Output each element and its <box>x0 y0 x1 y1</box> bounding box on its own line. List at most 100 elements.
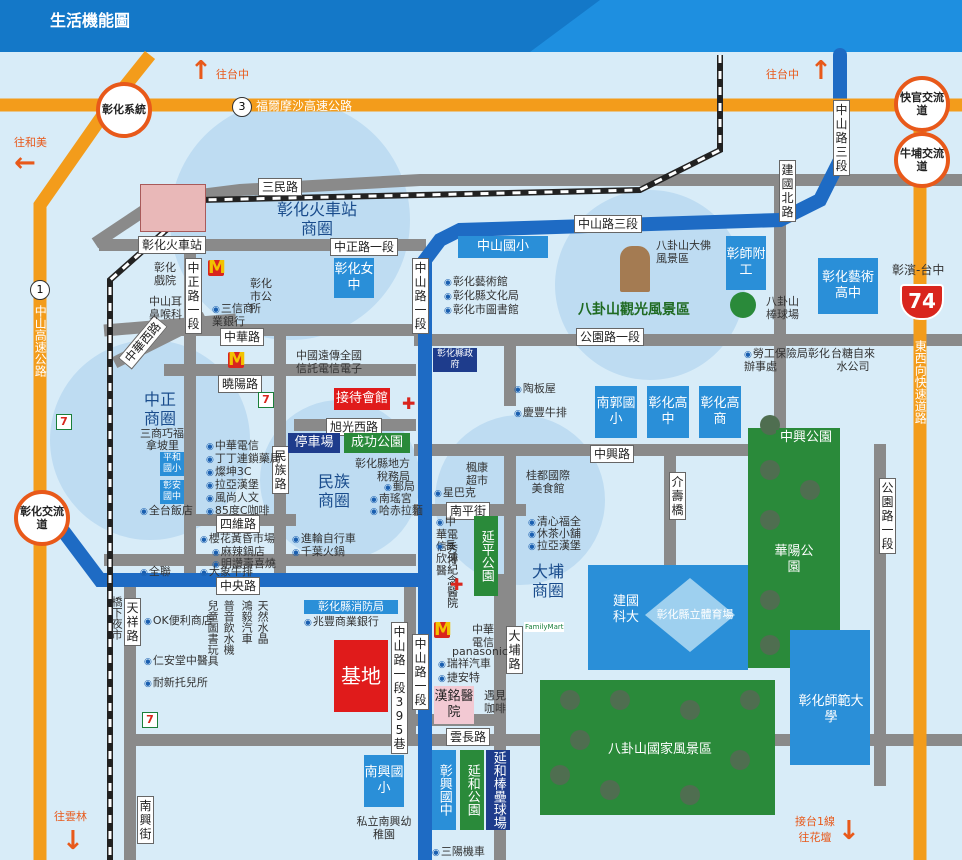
county-stadium: 彰化縣立體育場 <box>656 608 734 622</box>
poi-mala: 麻辣鍋店 <box>212 545 265 559</box>
page-title: 生活機能圖 <box>50 11 131 30</box>
poi-starbucks: 星巴克 <box>434 486 476 500</box>
seven-eleven-icon: 7 <box>56 414 72 430</box>
trees <box>550 415 820 805</box>
poi-taolu: 陶板屋 <box>514 382 556 396</box>
poi-ent: 中山耳鼻喉科 <box>149 295 182 321</box>
poi-changyou-dental: 長欣牙醫 <box>436 539 466 578</box>
changhua-hs: 彰化高中 <box>647 386 689 438</box>
road-zhongshan-1-north: 中山路一段 <box>412 258 429 334</box>
poi-night-market: 橋下夜市 <box>110 596 124 640</box>
poi-laya-2: 拉亞漢堡 <box>528 539 581 553</box>
road-gongyuan-1v: 公園路一段 <box>879 478 896 554</box>
station-area-name: 彰化火車站商圈 <box>276 200 357 239</box>
station-label: 彰化火車站 <box>138 236 207 254</box>
poi-sanyang: 三商巧福 <box>140 427 184 440</box>
road-zhongyang: 中央路 <box>216 577 261 595</box>
road-tianxiang: 天祥路 <box>124 598 141 646</box>
changhua-system-interchange: 彰化系統 <box>96 82 152 138</box>
poi-cinema: 彰化戲院 <box>154 261 176 287</box>
road-xiaoyang: 曉陽路 <box>218 375 263 393</box>
expressway-badge: 74 <box>900 284 944 320</box>
road-gongyuan-1: 公園路一段 <box>576 328 645 346</box>
yanping-park: 延平公園 <box>474 516 498 596</box>
poi-panasonic: panasonic <box>452 645 508 658</box>
zhanghua-jhs: 彰興國中 <box>432 750 456 830</box>
freeway1-label: 中山高速公路 <box>33 305 48 377</box>
poi-cht-3: 中華電信 <box>472 623 494 649</box>
poi-megabank: 兆豐商業銀行 <box>304 615 379 629</box>
poi-laya: 拉亞漢堡 <box>206 478 259 492</box>
freeway3-badge: 3 <box>232 97 252 117</box>
yanhe-baseball: 延和棒壘球場 <box>486 750 510 830</box>
poi-art-center: 彰化藝術館 <box>444 275 508 289</box>
poi-fengkang: 楓康超市 <box>466 461 488 487</box>
poi-bike: 進輪自行車 <box>292 532 356 546</box>
poi-ctbc: 中國信託 <box>296 349 318 375</box>
poi-hongyi-auto: 鴻毅汽車 <box>240 600 254 644</box>
expressway-top-label: 彰濱-台中 <box>892 263 945 277</box>
station-building-icon <box>140 184 206 232</box>
site-marker: 基地 <box>334 640 388 712</box>
poi-naixin-kindergarten: 耐新托兒所 <box>144 676 208 690</box>
road-sanmin: 三民路 <box>258 178 303 196</box>
poi-ok-mart: OK便利商店 <box>144 614 213 628</box>
poi-guidu-food: 桂都國際美食館 <box>526 469 570 495</box>
buddha-scenic: 八卦山大佛風景區 <box>656 239 711 265</box>
road-zhongshan-395: 中山路一段395巷 <box>391 622 408 754</box>
kuaiguan-interchange: 快官交流道 <box>894 76 950 132</box>
poi-napoli: 拿坡里 <box>146 439 179 452</box>
poi-crystal: 天然水晶 <box>256 600 270 644</box>
poi-sanxin-bank: 三信商業銀行 <box>212 302 258 328</box>
minzu-area-name: 民族商圈 <box>317 472 350 511</box>
zhongshan-es: 中山國小 <box>458 236 548 258</box>
road-zhongshan-1-south: 中山路一段 <box>412 634 429 710</box>
poi-cht: 中華電信 <box>206 439 259 453</box>
road-yunzhang: 雲長路 <box>446 728 491 746</box>
changhua-cs: 彰化高商 <box>699 386 741 438</box>
up-arrow-icon: ↑ <box>810 56 832 86</box>
zhanghua-js: 彰安國中 <box>160 480 184 504</box>
buddha-statue-icon <box>620 246 650 292</box>
poi-qingfeng-steak: 慶豐牛排 <box>514 406 567 420</box>
road-dapu: 大埔路 <box>506 626 523 674</box>
reception-hall: 接待會館 <box>334 388 390 410</box>
hanming-hospital: 漢銘醫院 <box>434 686 474 724</box>
road-siwei: 四維路 <box>216 515 261 533</box>
road-nanxing: 南興街 <box>137 796 154 844</box>
road-zhongzheng-v: 中正路一段 <box>185 258 202 334</box>
changhua-voc-hs: 彰師附工 <box>726 236 766 290</box>
poi-labor-insurance: 勞工保險局彰化辦事處 <box>744 347 834 373</box>
zhongzheng-area-bubble <box>50 340 250 540</box>
poi-kids-books: 兒童圖書玩具 <box>206 600 220 666</box>
left-arrow-icon: ← <box>14 148 36 178</box>
poi-yujian-cafe: 遇見咖啡 <box>484 689 506 715</box>
up-arrow-icon: ↑ <box>190 56 212 86</box>
direction-huatan: 接台1線往花壇 <box>795 815 835 844</box>
zhongxing-park: 中興公園 <box>776 430 836 446</box>
poi-post: 郵局 <box>384 480 415 494</box>
road-zhongxing: 中興路 <box>590 445 635 463</box>
road-nanping: 南平街 <box>446 502 491 520</box>
jianguo-univ: 建國科大 <box>612 594 639 625</box>
mcdonalds-icon: M <box>228 349 246 370</box>
county-gov: 彰化縣政府 <box>433 348 477 372</box>
poi-85c: 85度C咖啡 <box>206 504 270 518</box>
poi-xiucha: 休茶小舖 <box>528 527 581 541</box>
poi-nanyao-temple: 南瑤宮 <box>370 492 412 506</box>
road-jianguo-n: 建國北路 <box>779 160 796 222</box>
down-arrow-icon: ↓ <box>838 816 860 846</box>
poi-fengshang: 風尚人文 <box>206 491 259 505</box>
poi-nanxing-kindergarten: 私立南興幼稚園 <box>356 815 412 841</box>
mcdonalds-icon: M <box>434 619 452 640</box>
poi-culture-bureau: 彰化縣文化局 <box>444 289 519 303</box>
railway <box>107 55 723 860</box>
nanguo-es: 南郭國小 <box>595 386 637 438</box>
hospital-cross-icon: ✚ <box>402 394 416 413</box>
poi-pxmart: 全聯 <box>140 565 171 579</box>
poi-city-library: 彰化市圖書館 <box>444 303 519 317</box>
poi-cityhall: 彰化市公所 <box>250 277 272 316</box>
seven-eleven-icon: 7 <box>142 712 158 728</box>
poi-fetnet: 遠傳電信 <box>318 349 340 375</box>
niupu-interchange: 牛埔交流道 <box>894 132 950 188</box>
